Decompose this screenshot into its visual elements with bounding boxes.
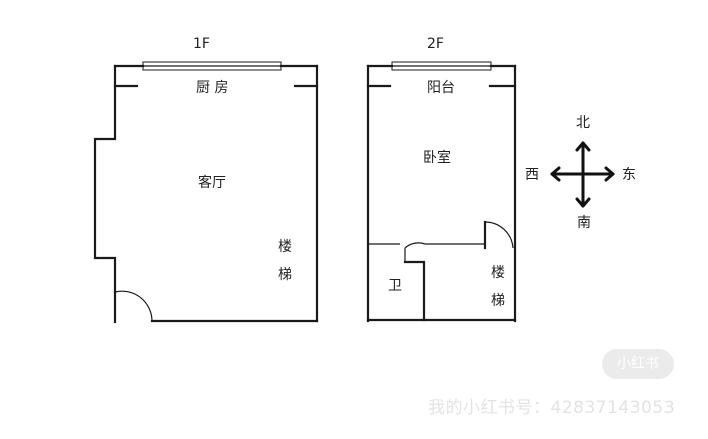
arrow-east-icon [604,166,615,182]
living-room-label: 客厅 [198,175,226,191]
arrow-north-icon [575,141,591,152]
compass-north-label: 北 [576,115,590,131]
floor-2-label: 2F [427,36,444,52]
bedroom-label: 卧室 [423,150,451,166]
entry-door-swing [114,290,153,322]
bathroom-east-wall [403,260,426,322]
floor-1-plan [93,61,319,324]
stair-door-swing [484,221,514,249]
watermark-text: 我的小红书号：4283714305З [428,398,676,418]
arrow-west-icon [550,166,561,182]
f1-stairs-label: 楼梯 [278,239,292,283]
balcony-label: 阳台 [427,80,455,96]
floor-2-plan [366,61,517,323]
kitchen-label: 厨 房 [196,80,229,96]
watermark-badge: 小红书 [602,349,674,379]
f2-stairs-label: 楼梯 [491,265,505,309]
compass-east-label: 东 [622,167,636,183]
bathroom-label: 卫 [388,278,402,294]
compass [550,141,615,208]
floor-1-label: 1F [193,36,210,52]
bathroom-door-swing [404,242,426,249]
compass-south-label: 南 [577,215,591,231]
arrow-south-icon [575,197,591,208]
f1-west-wall [93,64,117,294]
compass-west-label: 西 [525,167,539,183]
